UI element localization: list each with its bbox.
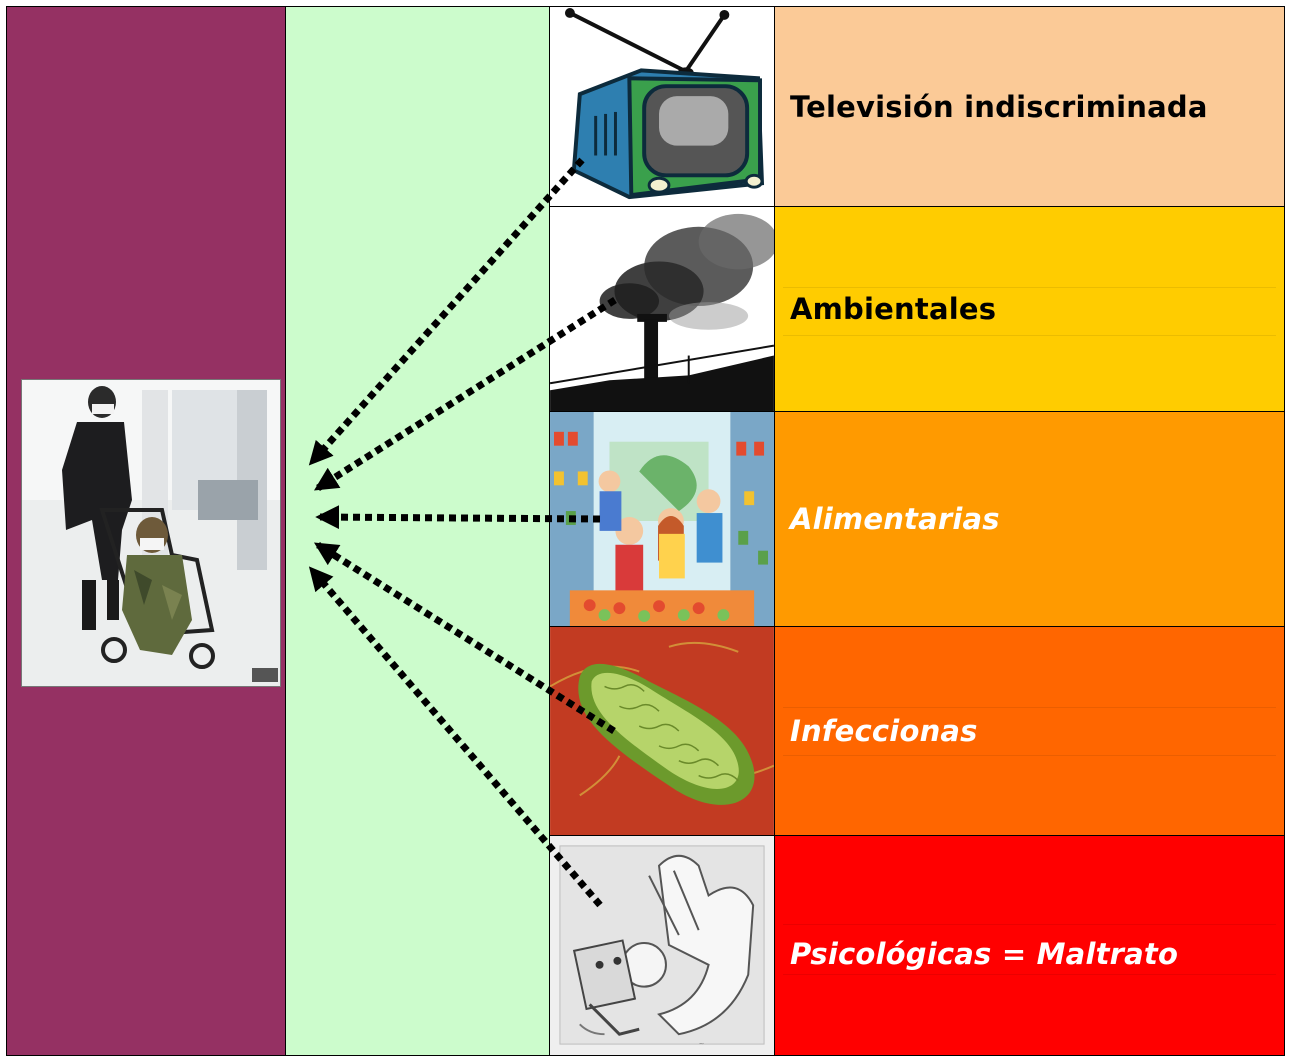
factor-label-television: Televisión indiscriminada bbox=[790, 89, 1208, 124]
cell-rule bbox=[783, 287, 1276, 288]
factor-label-environmental: Ambientales bbox=[790, 292, 997, 326]
giant-hand-icon: ~ bbox=[549, 835, 775, 1056]
middle-column bbox=[285, 6, 550, 1056]
bacterium-icon bbox=[549, 626, 775, 836]
subject-photo bbox=[21, 379, 281, 687]
cell-rule bbox=[783, 924, 1276, 925]
factor-label-psychological: Psicológicas = Maltrato bbox=[790, 937, 1179, 972]
svg-text:~: ~ bbox=[699, 1040, 705, 1048]
store-shelves-icon bbox=[549, 411, 775, 627]
television-icon bbox=[549, 6, 775, 207]
cell-rule bbox=[783, 707, 1276, 708]
factor-row-food: Alimentarias bbox=[774, 411, 1285, 627]
factor-row-television: Televisión indiscriminada bbox=[774, 6, 1285, 207]
smokestack-icon bbox=[549, 206, 775, 412]
cell-rule bbox=[783, 335, 1276, 336]
factor-label-infections: Infeccionas bbox=[790, 714, 978, 748]
cell-rule bbox=[783, 755, 1276, 756]
factor-row-environmental: Ambientales bbox=[774, 206, 1285, 412]
factor-label-food: Alimentarias bbox=[790, 502, 1000, 536]
factor-row-infections: Infeccionas bbox=[774, 626, 1285, 836]
cell-rule bbox=[783, 974, 1276, 975]
factor-row-psychological: Psicológicas = Maltrato bbox=[774, 835, 1285, 1056]
